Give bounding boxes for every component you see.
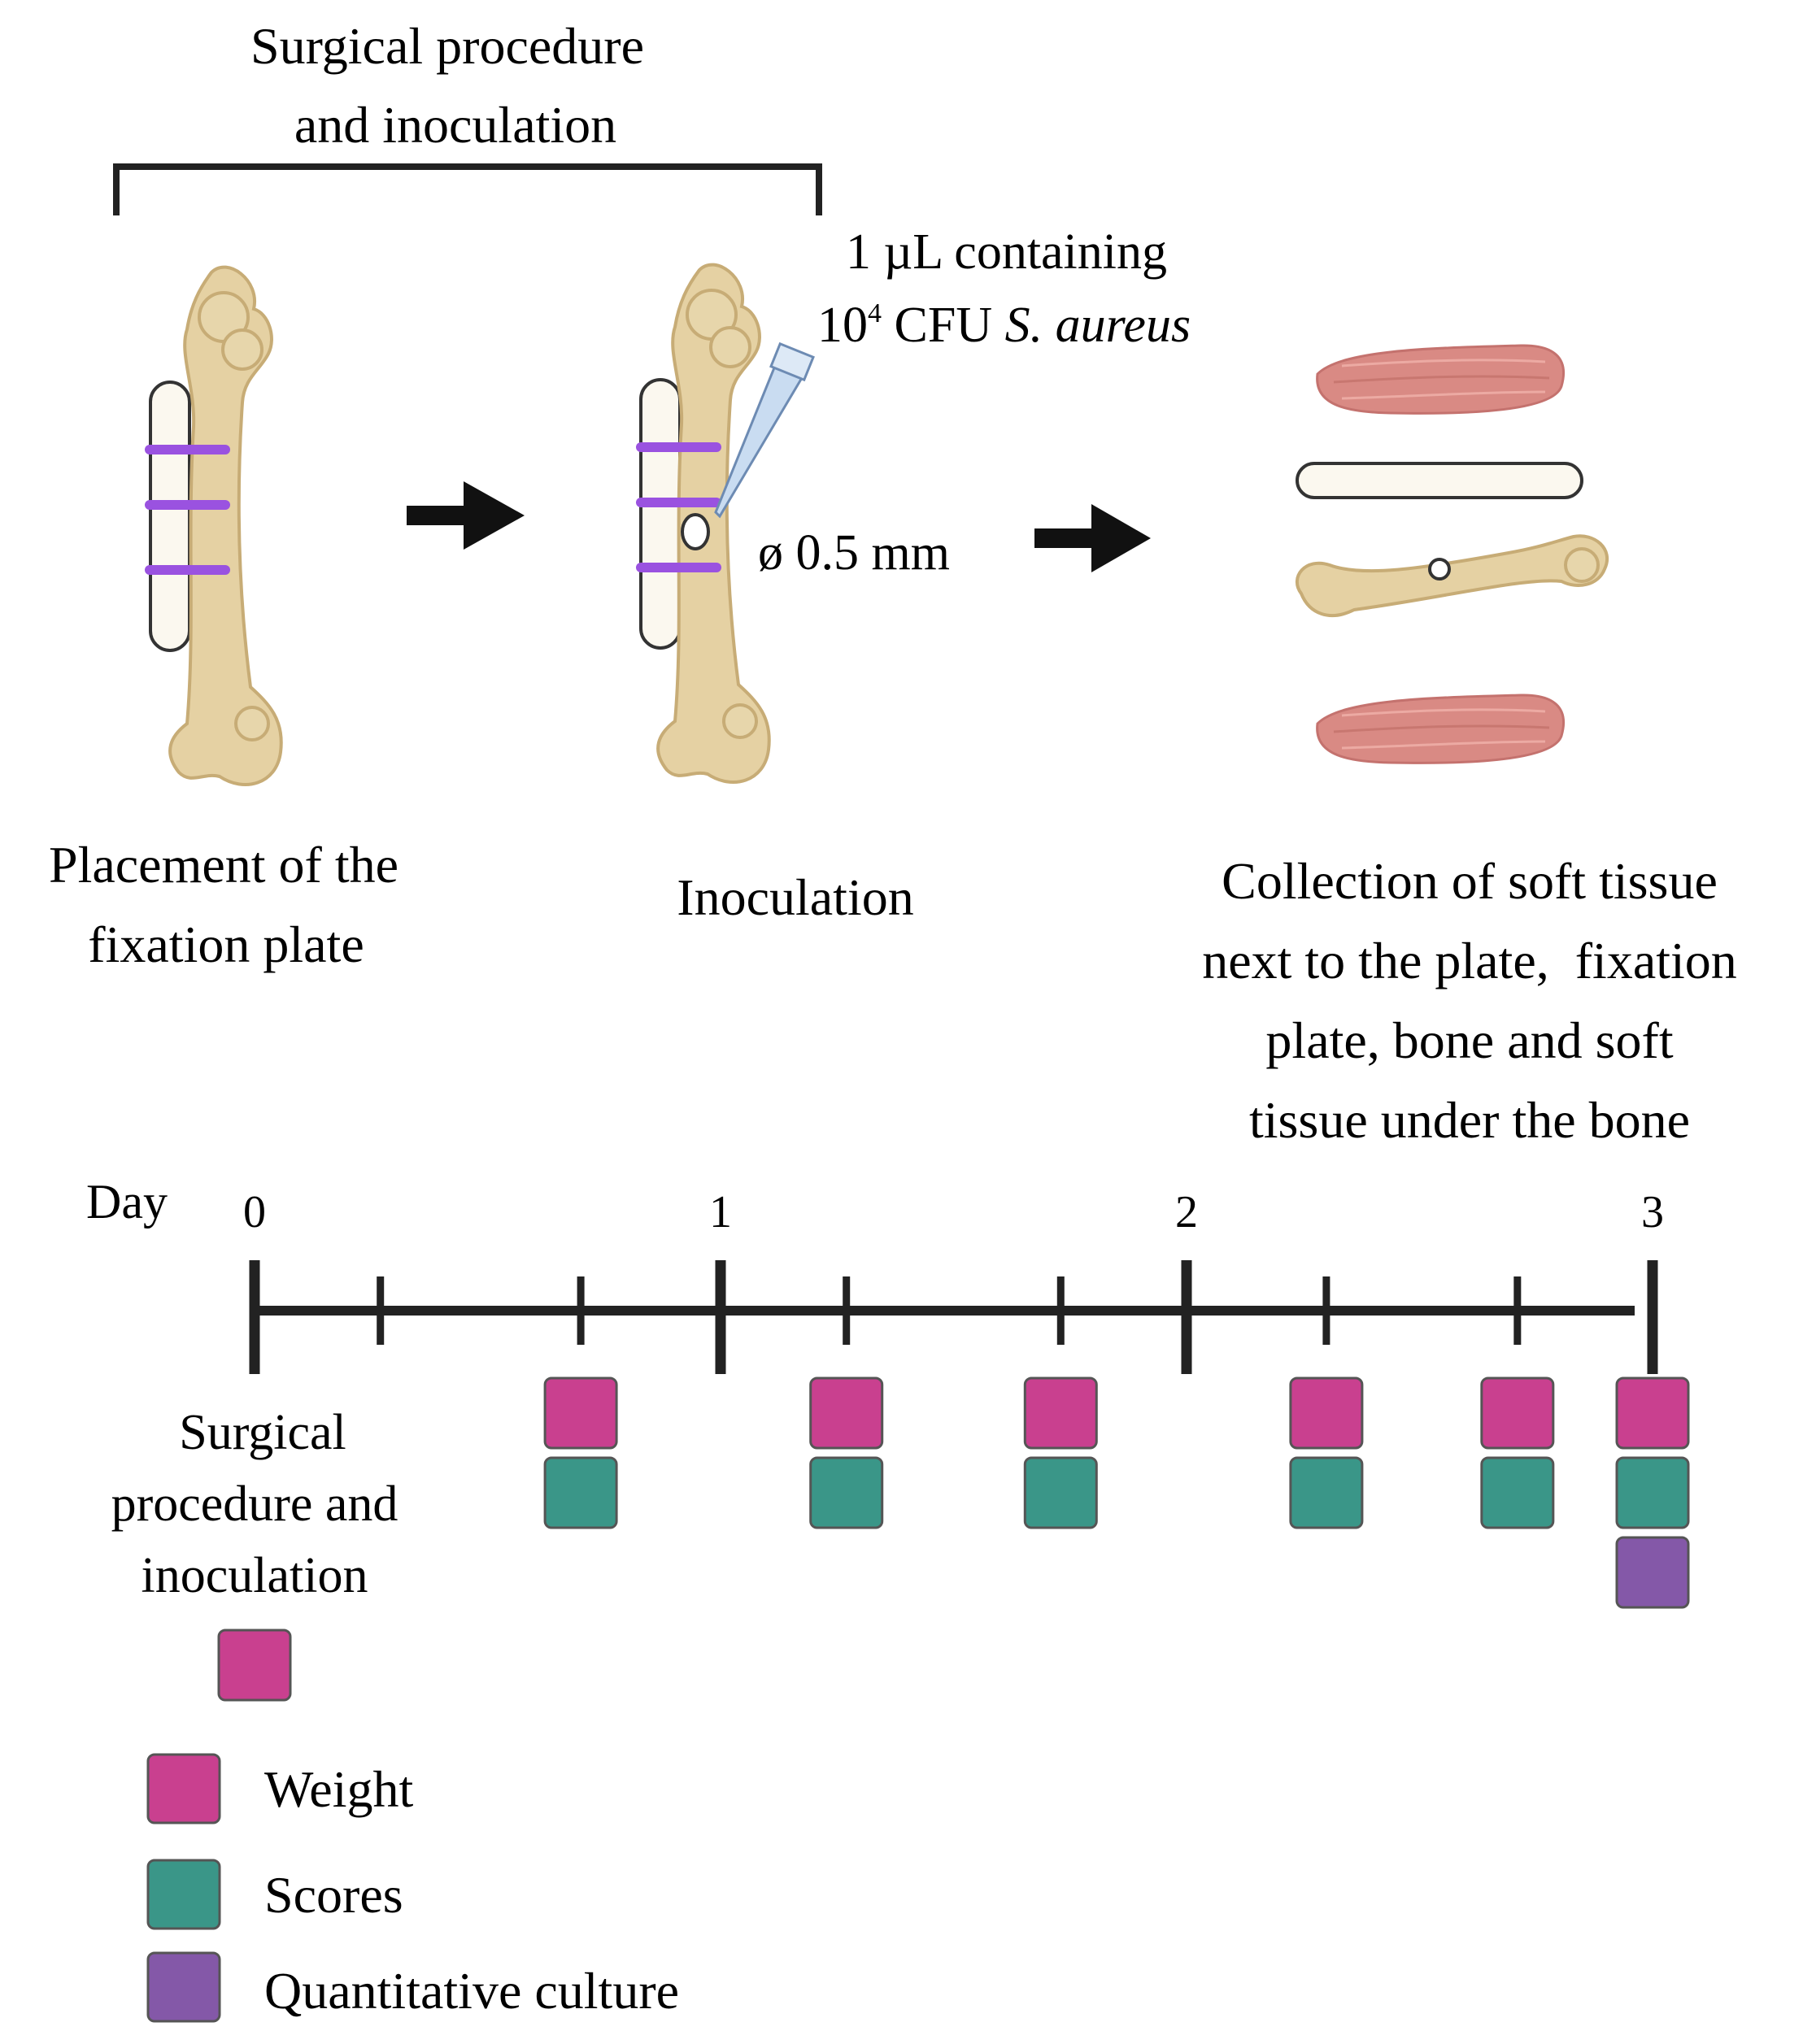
legend-label-weight: Weight	[264, 1760, 413, 1818]
marker-weight	[1023, 1376, 1098, 1450]
header-bracket	[113, 163, 822, 215]
marker-scores	[1615, 1456, 1690, 1529]
marker-weight	[1480, 1376, 1555, 1450]
marker-weight	[809, 1376, 884, 1450]
muscle-tissue-top	[1316, 344, 1566, 415]
caption-collection-line2: next to the plate, fixation	[1202, 932, 1737, 989]
cerclage-wire	[145, 500, 230, 510]
marker-scores	[1023, 1456, 1098, 1529]
fixation-plate	[639, 378, 682, 650]
caption-placement-line2: fixation plate	[88, 915, 364, 973]
header-title-line2: and inoculation	[294, 96, 616, 154]
arrow-icon	[407, 481, 525, 550]
fixation-plate	[149, 381, 191, 652]
cerclage-wire	[636, 442, 721, 452]
marker-weight	[543, 1376, 618, 1450]
inoculation-hole	[681, 513, 710, 550]
femur-bone-removed	[1296, 534, 1609, 618]
fixation-plate-illustration	[145, 265, 283, 786]
marker-scores	[1289, 1456, 1364, 1529]
pipette-icon	[714, 341, 815, 519]
caption-collection-line1: Collection of soft tissue	[1222, 852, 1718, 910]
marker-weight	[217, 1629, 292, 1702]
cerclage-wire	[145, 565, 230, 575]
cerclage-wire	[145, 445, 230, 454]
legend-swatch-scores	[146, 1859, 221, 1930]
inoculum-line2: 104 CFU S. aureus	[817, 298, 1191, 353]
arrow-icon	[1034, 504, 1151, 572]
legend-swatch-weight	[146, 1753, 221, 1824]
caption-placement-line1: Placement of the	[49, 836, 398, 894]
timeline-axis-label: Day	[86, 1175, 168, 1229]
marker-scores	[1480, 1456, 1555, 1529]
muscle-tissue-bottom	[1316, 694, 1566, 764]
day0-caption-line2: procedure and	[111, 1476, 398, 1532]
marker-scores	[809, 1456, 884, 1529]
legend-swatch-culture	[146, 1951, 221, 2023]
marker-weight	[1615, 1376, 1690, 1450]
timeline: Day 0 1 2 3	[86, 1175, 1690, 1702]
collection-illustration	[1296, 344, 1609, 764]
cerclage-wire	[636, 498, 721, 507]
day0-caption-line1: Surgical	[179, 1405, 346, 1460]
cerclage-wire	[636, 563, 721, 572]
hole-diameter-label: ø 0.5 mm	[758, 525, 950, 581]
caption-collection-line3: plate, bone and soft	[1265, 1011, 1673, 1069]
legend-label-culture: Quantitative culture	[264, 1962, 679, 2020]
marker-weight	[1289, 1376, 1364, 1450]
day-tick-label: 1	[709, 1187, 732, 1237]
legend-label-scores: Scores	[264, 1866, 403, 1924]
marker-culture	[1615, 1536, 1690, 1609]
caption-collection-line4: tissue under the bone	[1249, 1091, 1690, 1149]
inoculation-illustration	[636, 263, 771, 784]
marker-scores	[543, 1456, 618, 1529]
day-tick-label: 2	[1175, 1187, 1198, 1237]
caption-inoculation: Inoculation	[677, 868, 913, 926]
legend: Weight Scores Quantitative culture	[146, 1753, 679, 2023]
header-title-line1: Surgical procedure	[250, 17, 644, 75]
day-tick-label: 0	[243, 1187, 266, 1237]
day0-caption-line3: inoculation	[142, 1548, 368, 1603]
day-tick-label: 3	[1641, 1187, 1664, 1237]
inoculum-line1: 1 µL containing	[846, 224, 1167, 280]
fixation-plate-removed	[1296, 462, 1583, 499]
